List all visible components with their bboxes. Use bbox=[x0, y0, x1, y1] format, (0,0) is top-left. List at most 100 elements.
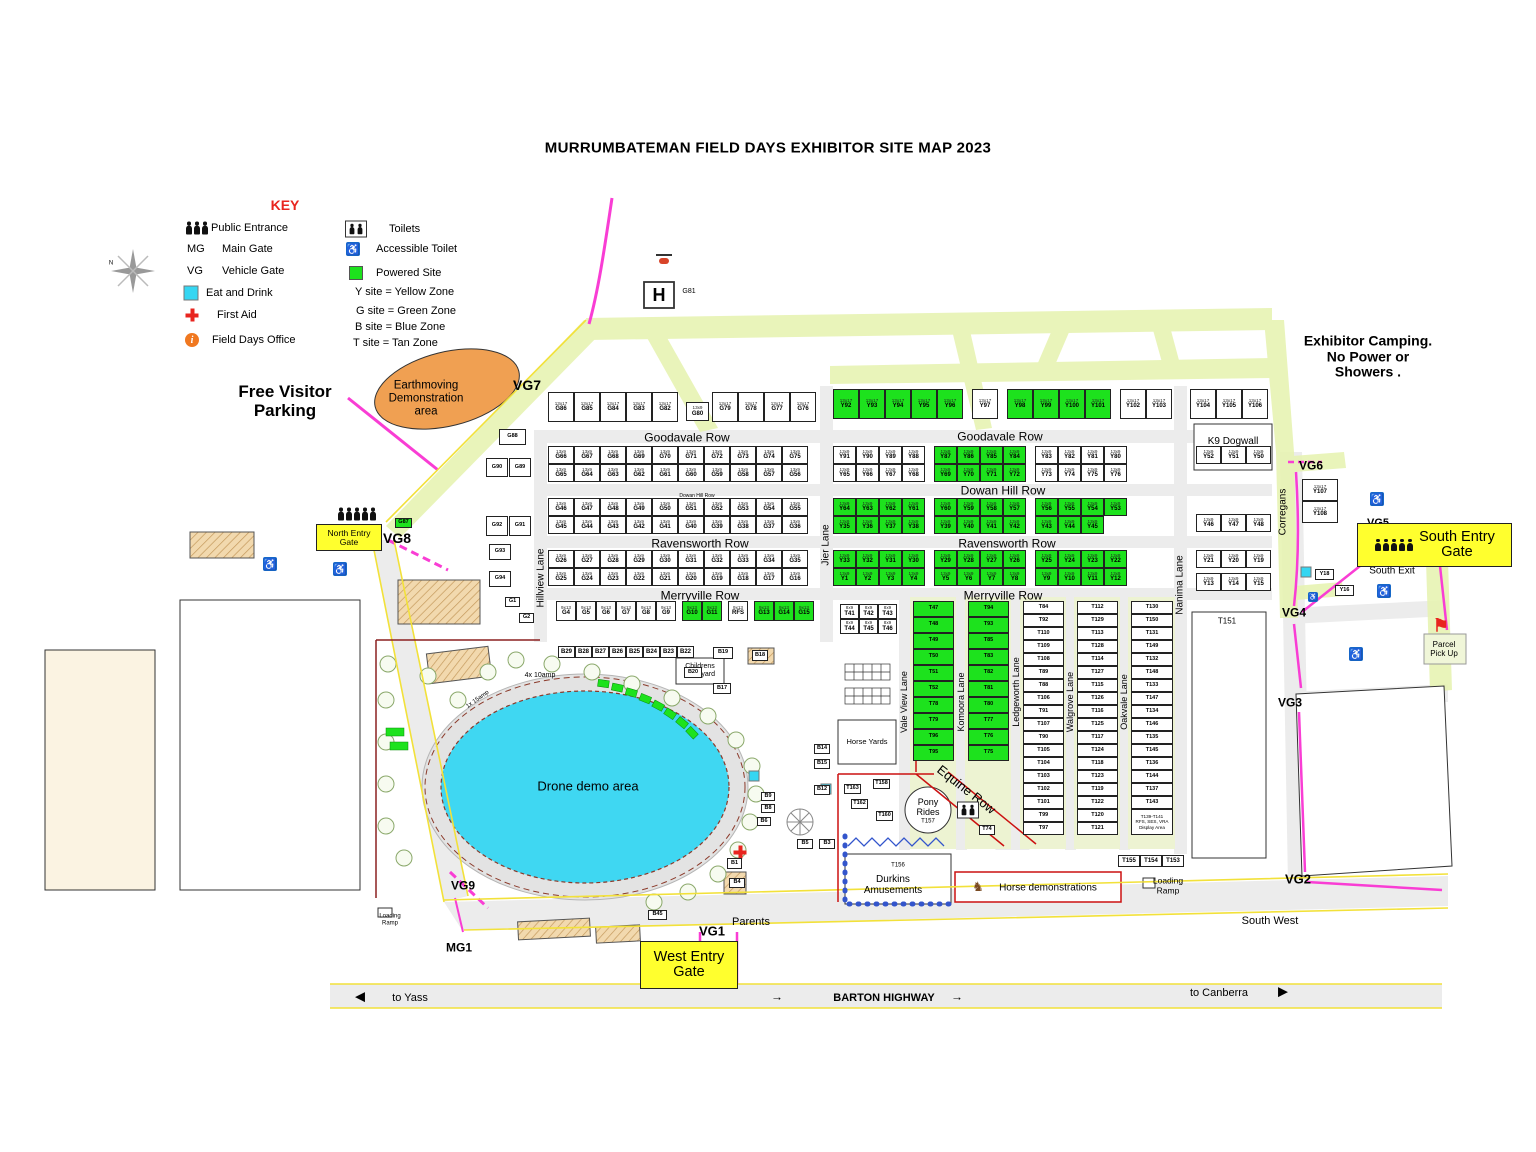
site-b22: B22 bbox=[677, 646, 694, 658]
site-t49: T49 bbox=[913, 633, 954, 649]
site-t102: T102 bbox=[1023, 783, 1064, 796]
roads-green bbox=[386, 308, 1452, 692]
site-t90: T90 bbox=[1023, 731, 1064, 744]
gate-south-entry: South Entry Gate bbox=[1357, 523, 1512, 567]
people-icon bbox=[337, 507, 377, 521]
site-t126: T126 bbox=[1077, 692, 1118, 705]
label-vehicle-gate: Vehicle Gate bbox=[222, 264, 285, 277]
page-title: MURRUMBATEMAN FIELD DAYS EXHIBITOR SITE … bbox=[544, 139, 992, 157]
eat-icon bbox=[183, 285, 199, 301]
gate-west-entry: West Entry Gate bbox=[640, 941, 738, 989]
site-t78: T78 bbox=[913, 697, 954, 713]
label-merryville-row: Merryville Row bbox=[660, 588, 740, 603]
site-t99: T99 bbox=[1023, 809, 1064, 822]
label-t-site-tan-zone: T site = Tan Zone bbox=[353, 336, 438, 349]
site-t147: T147 bbox=[1131, 692, 1173, 705]
site-b25: B25 bbox=[626, 646, 643, 658]
label-n: N bbox=[108, 260, 114, 267]
label-vg8: VG8 bbox=[382, 530, 412, 547]
site-g90: G90 bbox=[486, 458, 508, 477]
site-t133: T133 bbox=[1131, 679, 1173, 692]
site-t47: T47 bbox=[913, 601, 954, 617]
site-b26: B26 bbox=[609, 646, 626, 658]
label-powered-site: Powered Site bbox=[376, 266, 442, 279]
info-icon: i bbox=[185, 333, 199, 347]
site-b15: B15 bbox=[814, 759, 830, 769]
label-b-site-blue-zone: B site = Blue Zone bbox=[355, 320, 446, 333]
label-south-exit: South Exit bbox=[1369, 565, 1415, 577]
label-to-canberra: to Canberra bbox=[1189, 986, 1249, 999]
label-barton-highway: BARTON HIGHWAY bbox=[833, 991, 935, 1004]
site-t74: T74 bbox=[979, 825, 995, 835]
site-b28: B28 bbox=[575, 646, 592, 658]
site-t118: T118 bbox=[1077, 757, 1118, 770]
site-t117: T117 bbox=[1077, 731, 1118, 744]
site-t76: T76 bbox=[968, 729, 1009, 745]
label-vg: VG bbox=[187, 264, 203, 277]
label-goodavale-row: Goodavale Row bbox=[644, 430, 730, 445]
site-t80: T80 bbox=[968, 697, 1009, 713]
label-y-site-yellow-zone: Y site = Yellow Zone bbox=[355, 285, 455, 298]
site-t109: T109 bbox=[1023, 640, 1064, 653]
wheelchair-icon: ♿ bbox=[346, 242, 360, 256]
site-b18: B18 bbox=[752, 650, 768, 661]
site-t120: T120 bbox=[1077, 809, 1118, 822]
site-t129: T129 bbox=[1077, 614, 1118, 627]
wheelchair-icon: ♿ bbox=[263, 557, 277, 571]
label-ledgeworth-lane: Ledgeworth Lane bbox=[1010, 657, 1021, 727]
west-boundary bbox=[375, 639, 540, 898]
site-b8: B8 bbox=[761, 804, 775, 813]
site-t144: T144 bbox=[1131, 770, 1173, 783]
label-parcel: Parcel Pick Up bbox=[1430, 640, 1458, 658]
